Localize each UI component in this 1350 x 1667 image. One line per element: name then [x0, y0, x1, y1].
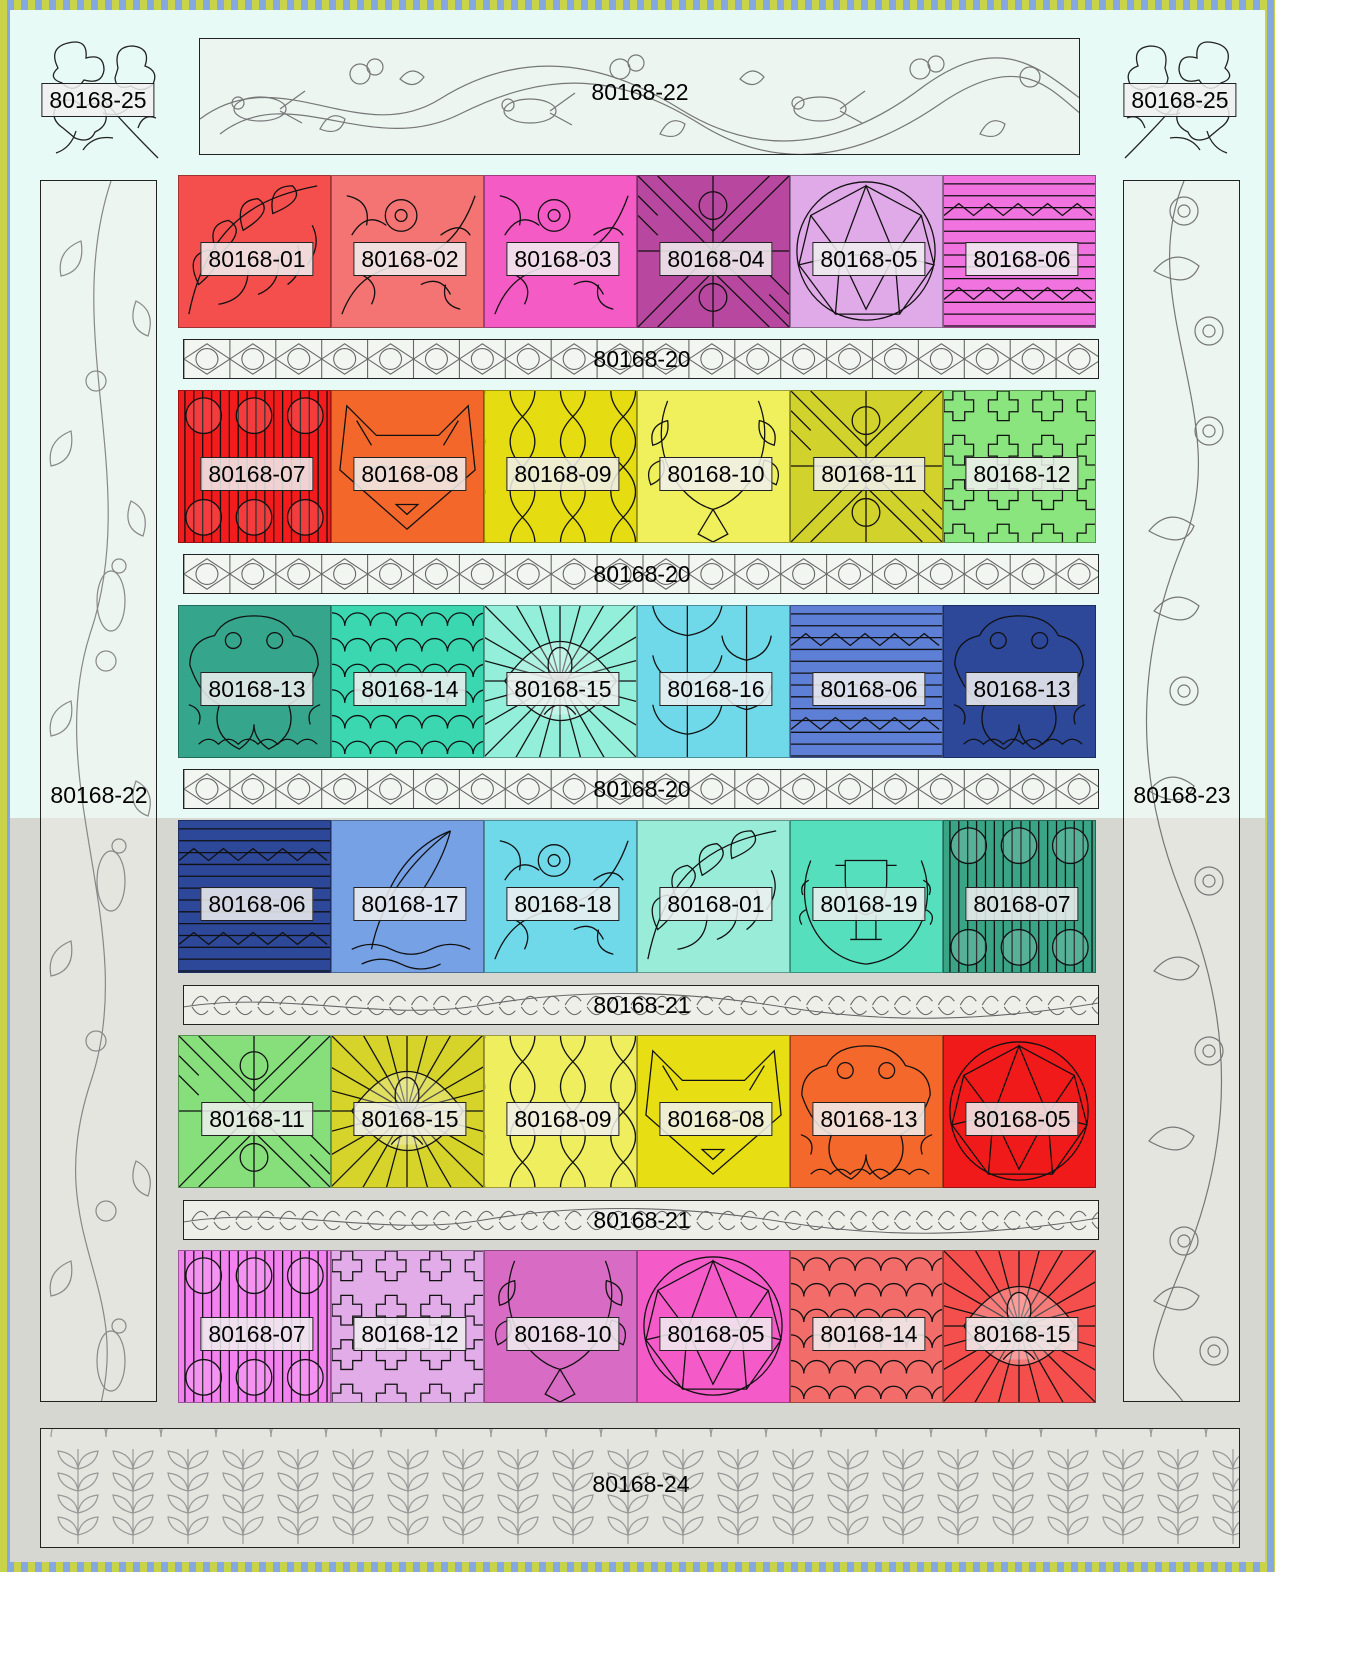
- corner-flower-right: 80168-25: [1110, 38, 1245, 163]
- block-label: 80168-06: [200, 887, 313, 921]
- block-label: 80168-08: [659, 1102, 772, 1136]
- sashing-label: 80168-20: [586, 343, 697, 375]
- sashing-label: 80168-21: [586, 989, 697, 1021]
- block-label: 80168-06: [965, 242, 1078, 276]
- quilt-block: 80168-16: [637, 605, 790, 758]
- quilt-block: 80168-10: [637, 390, 790, 543]
- quilt-block: 80168-04: [637, 175, 790, 328]
- quilt-block: 80168-13: [178, 605, 331, 758]
- block-label: 80168-13: [812, 1102, 925, 1136]
- block-label: 80168-07: [200, 1317, 313, 1351]
- quilt-block: 80168-14: [790, 1250, 943, 1403]
- block-label: 80168-07: [965, 887, 1078, 921]
- quilt-block: 80168-09: [484, 390, 637, 543]
- quilt-block: 80168-07: [943, 820, 1096, 973]
- block-label: 80168-05: [659, 1317, 772, 1351]
- bottom-border-label: 80168-24: [585, 1468, 696, 1500]
- sashing-strip: 80168-20: [183, 554, 1099, 594]
- block-label: 80168-03: [506, 242, 619, 276]
- quilt-block: 80168-07: [178, 1250, 331, 1403]
- quilt-block: 80168-05: [790, 175, 943, 328]
- quilt-block: 80168-14: [331, 605, 484, 758]
- quilt-block: 80168-07: [178, 390, 331, 543]
- quilt-block: 80168-11: [178, 1035, 331, 1188]
- block-label: 80168-11: [813, 457, 925, 491]
- quilt-layout: 80168-22 80168-25: [0, 0, 1275, 1572]
- block-label: 80168-11: [201, 1102, 313, 1136]
- quilt-inner-field: 80168-22 80168-25: [10, 10, 1265, 1562]
- corner-flower-left: 80168-25: [38, 38, 168, 163]
- block-label: 80168-07: [200, 457, 313, 491]
- block-label: 80168-09: [506, 457, 619, 491]
- block-label: 80168-06: [812, 672, 925, 706]
- sashing-strip: 80168-21: [183, 1200, 1099, 1240]
- quilt-block: 80168-19: [790, 820, 943, 973]
- bottom-border-panel: 80168-24: [40, 1428, 1240, 1548]
- block-label: 80168-04: [659, 242, 772, 276]
- sashing-strip: 80168-20: [183, 769, 1099, 809]
- block-label: 80168-14: [812, 1317, 925, 1351]
- quilt-block: 80168-09: [484, 1035, 637, 1188]
- sashing-label: 80168-20: [586, 773, 697, 805]
- block-label: 80168-13: [965, 672, 1078, 706]
- block-label: 80168-10: [506, 1317, 619, 1351]
- quilt-block: 80168-18: [484, 820, 637, 973]
- block-label: 80168-08: [353, 457, 466, 491]
- left-border-panel: 80168-22: [40, 180, 157, 1402]
- quilt-block: 80168-15: [943, 1250, 1096, 1403]
- quilt-block: 80168-06: [943, 175, 1096, 328]
- block-label: 80168-19: [812, 887, 925, 921]
- quilt-block: 80168-08: [331, 390, 484, 543]
- quilt-block: 80168-12: [331, 1250, 484, 1403]
- block-label: 80168-18: [506, 887, 619, 921]
- quilt-block: 80168-05: [637, 1250, 790, 1403]
- quilt-block: 80168-02: [331, 175, 484, 328]
- block-label: 80168-05: [812, 242, 925, 276]
- sashing-strip: 80168-20: [183, 339, 1099, 379]
- block-label: 80168-15: [965, 1317, 1078, 1351]
- quilt-block: 80168-10: [484, 1250, 637, 1403]
- block-label: 80168-09: [506, 1102, 619, 1136]
- block-label: 80168-17: [353, 887, 466, 921]
- right-border-label: 80168-23: [1126, 779, 1237, 811]
- quilt-block: 80168-08: [637, 1035, 790, 1188]
- block-label: 80168-16: [659, 672, 772, 706]
- block-label: 80168-05: [965, 1102, 1078, 1136]
- quilt-block: 80168-01: [637, 820, 790, 973]
- quilt-block: 80168-11: [790, 390, 943, 543]
- block-label: 80168-15: [506, 672, 619, 706]
- block-label: 80168-01: [659, 887, 772, 921]
- quilt-block: 80168-13: [943, 605, 1096, 758]
- block-label: 80168-10: [659, 457, 772, 491]
- left-border-label: 80168-22: [43, 779, 154, 811]
- quilt-block: 80168-17: [331, 820, 484, 973]
- block-label: 80168-02: [353, 242, 466, 276]
- quilt-block: 80168-15: [331, 1035, 484, 1188]
- right-border-panel: 80168-23: [1123, 180, 1240, 1402]
- quilt-block: 80168-05: [943, 1035, 1096, 1188]
- sashing-strip: 80168-21: [183, 985, 1099, 1025]
- block-label: 80168-14: [353, 672, 466, 706]
- top-border-label: 80168-22: [584, 76, 695, 108]
- block-label: 80168-12: [965, 457, 1078, 491]
- sashing-label: 80168-20: [586, 558, 697, 590]
- block-label: 80168-15: [353, 1102, 466, 1136]
- quilt-block: 80168-15: [484, 605, 637, 758]
- quilt-block: 80168-01: [178, 175, 331, 328]
- top-border-panel: 80168-22: [199, 38, 1080, 155]
- quilt-block: 80168-13: [790, 1035, 943, 1188]
- quilt-block: 80168-03: [484, 175, 637, 328]
- quilt-block: 80168-06: [790, 605, 943, 758]
- corner-label-right: 80168-25: [1123, 83, 1236, 117]
- block-label: 80168-01: [200, 242, 313, 276]
- quilt-block: 80168-12: [943, 390, 1096, 543]
- corner-label-left: 80168-25: [41, 83, 154, 117]
- quilt-block: 80168-06: [178, 820, 331, 973]
- sashing-label: 80168-21: [586, 1204, 697, 1236]
- block-label: 80168-12: [353, 1317, 466, 1351]
- block-label: 80168-13: [200, 672, 313, 706]
